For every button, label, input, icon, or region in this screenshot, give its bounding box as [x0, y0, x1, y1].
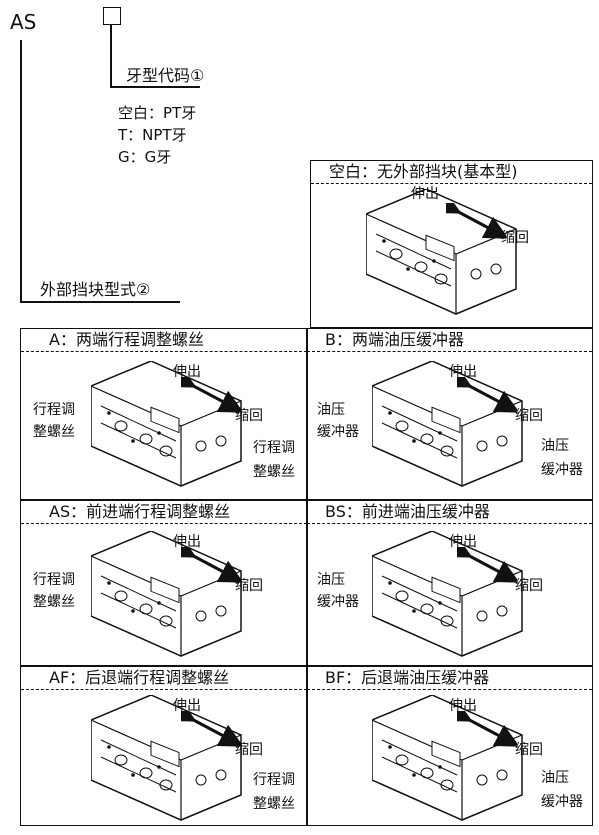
retract-label: 缩回: [235, 742, 263, 758]
code-box: [103, 7, 121, 25]
motion-arrow: [457, 711, 517, 747]
variant-cell-af: AF：后退端行程调整螺丝 伸出 缩回 行程调 整螺丝: [20, 666, 308, 826]
extend-label: 伸出: [173, 534, 201, 550]
retract-label: 缩回: [515, 742, 543, 758]
stopper-type-title: 外部挡块型式②: [40, 280, 151, 299]
thread-option: G：G牙: [118, 148, 172, 166]
extend-label: 伸出: [449, 698, 477, 714]
thread-option: 空白：PT牙: [118, 104, 197, 122]
extend-label: 伸出: [449, 364, 477, 380]
variant-cell-bs: BS：前进端油压缓冲器 伸出 缩回 油压 缓冲器: [306, 500, 593, 666]
callout-label: 整螺丝: [253, 464, 295, 480]
callout-label: 油压: [317, 402, 345, 418]
variant-title: A：两端行程调整螺丝: [21, 329, 307, 352]
extend-label: 伸出: [173, 364, 201, 380]
leader-line: [20, 301, 180, 303]
variant-cell-b: B：两端油压缓冲器 伸出 缩回 油压 缓冲器 油压 缓冲器: [306, 328, 593, 500]
motion-arrow: [181, 547, 241, 583]
model-prefix: AS: [10, 10, 37, 34]
callout-label: 油压: [541, 770, 569, 786]
variant-title: BS：前进端油压缓冲器: [307, 501, 592, 524]
callout-label: 缓冲器: [317, 594, 359, 610]
motion-arrow: [457, 377, 517, 413]
retract-label: 缩回: [501, 230, 529, 246]
variant-title: B：两端油压缓冲器: [307, 329, 592, 352]
extend-label: 伸出: [449, 534, 477, 550]
callout-label: 行程调: [253, 772, 295, 788]
callout-label: 整螺丝: [253, 796, 295, 812]
variant-title: AS：前进端行程调整螺丝: [21, 501, 307, 524]
motion-arrow: [181, 711, 241, 747]
callout-label: 整螺丝: [33, 424, 75, 440]
leader-line: [110, 25, 112, 87]
motion-arrow: [181, 377, 241, 413]
extend-label: 伸出: [173, 698, 201, 714]
variant-title: AF：后退端行程调整螺丝: [21, 667, 307, 690]
motion-arrow: [457, 547, 517, 583]
retract-label: 缩回: [515, 408, 543, 424]
leader-line: [110, 86, 200, 88]
callout-label: 油压: [541, 438, 569, 454]
leader-line: [20, 40, 22, 302]
callout-label: 缓冲器: [541, 462, 583, 478]
variant-cell-bf: BF：后退端油压缓冲器 伸出 缩回 油压 缓冲器: [306, 666, 593, 826]
variant-cell-as: AS：前进端行程调整螺丝 伸出 缩回 行程调 整螺丝: [20, 500, 308, 666]
callout-label: 行程调: [253, 440, 295, 456]
callout-label: 油压: [317, 572, 345, 588]
callout-label: 缓冲器: [541, 794, 583, 810]
callout-label: 行程调: [33, 402, 75, 418]
motion-arrow: [446, 203, 506, 239]
retract-label: 缩回: [235, 408, 263, 424]
callout-label: 整螺丝: [33, 594, 75, 610]
extend-label: 伸出: [411, 186, 439, 202]
thread-option: T：NPT牙: [118, 126, 187, 144]
callout-label: 行程调: [33, 572, 75, 588]
variant-cell-basic: 空白：无外部挡块(基本型) 伸出 缩回: [310, 160, 593, 328]
retract-label: 缩回: [235, 578, 263, 594]
thread-code-title: 牙型代码①: [126, 66, 205, 85]
retract-label: 缩回: [515, 578, 543, 594]
variant-title: BF：后退端油压缓冲器: [307, 667, 592, 690]
variant-cell-a: A：两端行程调整螺丝 伸出 缩回 行程调 整螺丝 行程调 整螺丝: [20, 328, 308, 500]
variant-title: 空白：无外部挡块(基本型): [311, 161, 592, 184]
callout-label: 缓冲器: [317, 424, 359, 440]
